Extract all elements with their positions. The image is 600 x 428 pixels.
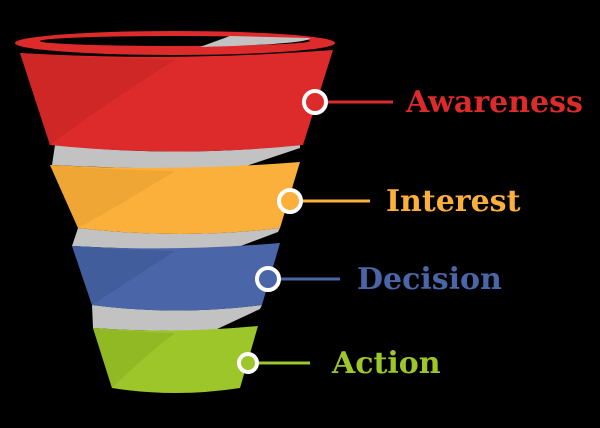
connector-2	[72, 228, 280, 250]
stage-label-decision: Decision	[357, 262, 502, 297]
marker-decision	[255, 266, 340, 292]
connector-1	[52, 145, 300, 169]
marker-interest	[277, 188, 370, 214]
stage-label-interest: Interest	[386, 184, 521, 219]
stage-label-action: Action	[331, 346, 441, 381]
marker-awareness	[302, 89, 393, 115]
stage-label-awareness: Awareness	[405, 85, 583, 120]
connector-3	[92, 305, 262, 331]
marker-action	[237, 352, 310, 374]
